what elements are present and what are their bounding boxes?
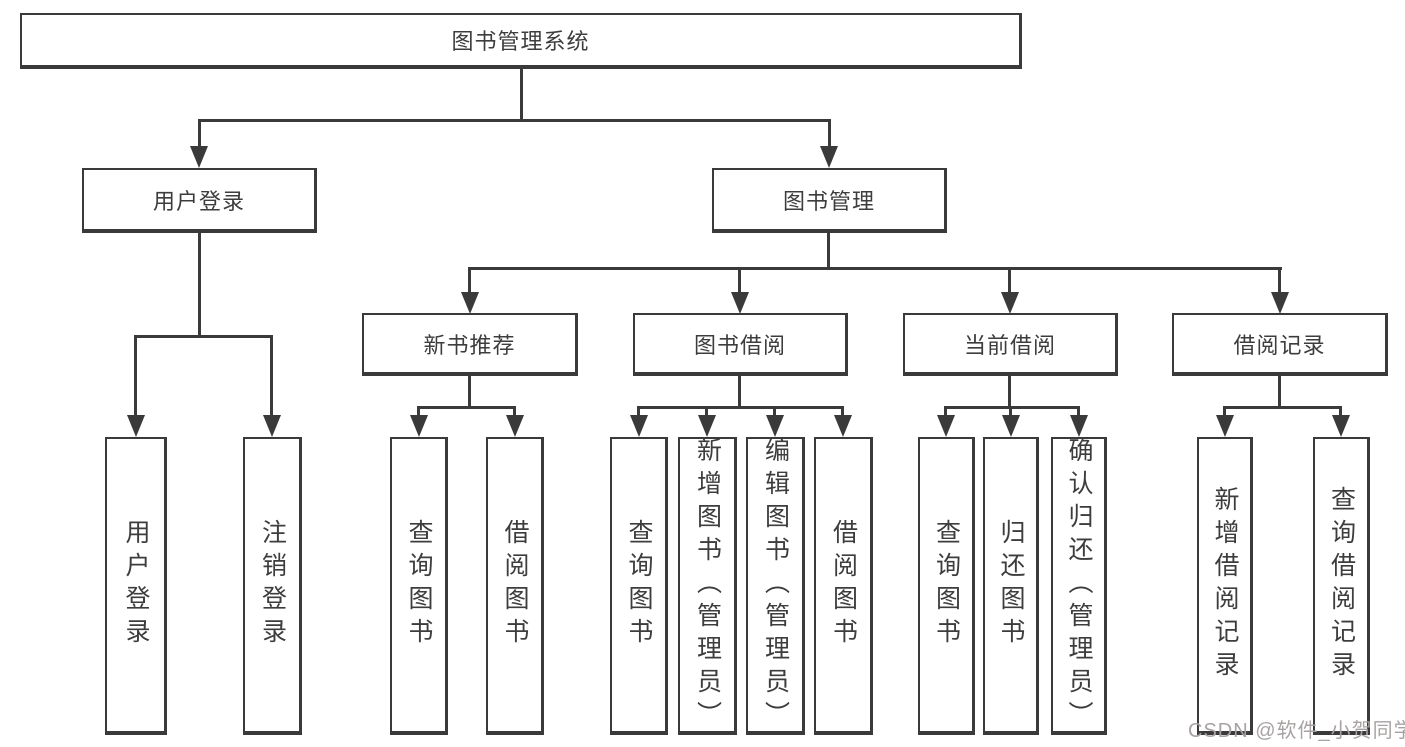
edge-split <box>944 406 1080 409</box>
leaf-borrow-books-recommend: 借阅图书 <box>486 437 544 735</box>
leaf-return-books: 归还图书 <box>983 437 1039 735</box>
node-label: 图书管理 <box>782 188 875 214</box>
edge-drop-leaf <box>417 406 420 416</box>
leaf-edit-books-admin: 编辑图书（管理员） <box>746 437 805 735</box>
arrowhead <box>1332 415 1350 437</box>
node-label: 用户登录 <box>152 188 245 214</box>
edge-drop-new-book <box>468 267 471 292</box>
arrowhead <box>731 292 749 314</box>
leaf-label: 查询图书 <box>405 519 433 651</box>
node-book-borrow: 图书借阅 <box>633 313 848 376</box>
node-label: 新书推荐 <box>423 332 516 358</box>
leaf-label: 归还图书 <box>997 519 1025 651</box>
node-borrow-records: 借阅记录 <box>1172 313 1388 376</box>
edge-split <box>1223 406 1342 409</box>
arrowhead <box>461 292 479 314</box>
csdn-watermark: CSDN @软件_小贺同学 <box>1188 720 1405 742</box>
arrowhead <box>630 415 648 437</box>
edge-stem <box>468 375 471 409</box>
edge-drop-leaf <box>637 406 640 416</box>
leaf-label: 确认归还（管理员） <box>1065 436 1093 734</box>
arrowhead <box>127 415 145 437</box>
leaf-borrow-books: 借阅图书 <box>814 437 873 735</box>
leaf-label: 用户登录 <box>122 519 150 651</box>
edge-drop-current-borrow <box>1008 267 1011 292</box>
leaf-logout: 注销登录 <box>243 437 302 735</box>
arrowhead <box>766 415 784 437</box>
edge-book-management-split <box>468 267 1282 270</box>
leaf-label: 查询借阅记录 <box>1327 486 1356 684</box>
leaf-label: 新增图书（管理员） <box>693 436 722 734</box>
edge-user-login-split <box>134 335 273 338</box>
edge-drop-leaf <box>1009 406 1012 416</box>
node-new-book-recommend: 新书推荐 <box>362 313 578 376</box>
edge-stem <box>1278 375 1281 409</box>
edge-drop-leaf <box>1339 406 1342 416</box>
leaf-query-borrow-record: 查询借阅记录 <box>1313 437 1370 735</box>
edge-drop-borrow-records <box>1278 267 1281 292</box>
arrowhead <box>1001 292 1019 314</box>
node-label: 借阅记录 <box>1233 332 1326 358</box>
arrowhead <box>190 146 208 168</box>
arrowhead <box>698 415 716 437</box>
leaf-query-books-recommend: 查询图书 <box>390 437 448 735</box>
edge-user-login-stem <box>198 233 201 338</box>
edge-stem <box>1008 375 1011 409</box>
arrowhead <box>263 415 281 437</box>
leaf-label: 编辑图书（管理员） <box>761 436 790 734</box>
leaf-query-books-current: 查询图书 <box>918 437 975 735</box>
leaf-add-borrow-record: 新增借阅记录 <box>1197 437 1253 735</box>
edge-stem <box>738 375 741 409</box>
node-current-borrow: 当前借阅 <box>903 313 1118 376</box>
edge-root-stem <box>520 69 523 120</box>
leaf-label: 借阅图书 <box>829 519 858 651</box>
leaf-label: 借阅图书 <box>501 519 529 651</box>
edge-root-split <box>198 119 831 122</box>
node-book-management: 图书管理 <box>712 168 947 233</box>
leaf-query-books-borrow: 查询图书 <box>610 437 668 735</box>
edge-drop-leaf <box>944 406 947 416</box>
edge-drop-leaf <box>1223 406 1226 416</box>
edge-drop-leaf <box>134 335 137 415</box>
edge-drop-leaf <box>270 335 273 415</box>
leaf-user-login: 用户登录 <box>105 437 167 735</box>
leaf-add-books-admin: 新增图书（管理员） <box>678 437 737 735</box>
arrowhead <box>1216 415 1234 437</box>
node-label: 图书借阅 <box>693 332 786 358</box>
edge-drop-leaf <box>841 406 844 416</box>
arrowhead <box>937 415 955 437</box>
node-user-login: 用户登录 <box>82 168 317 233</box>
edge-drop-book-borrow <box>738 267 741 292</box>
edge-drop-leaf <box>1077 406 1080 416</box>
leaf-confirm-return-admin: 确认归还（管理员） <box>1051 437 1107 735</box>
edge-drop-leaf <box>513 406 516 416</box>
arrowhead <box>820 146 838 168</box>
edge-split <box>637 406 844 409</box>
arrowhead <box>506 415 524 437</box>
leaf-label: 注销登录 <box>258 519 287 651</box>
edge-drop-leaf <box>705 406 708 416</box>
edge-book-management-stem <box>827 232 830 270</box>
arrowhead <box>1271 292 1289 314</box>
arrowhead <box>834 415 852 437</box>
arrowhead <box>1002 415 1020 437</box>
leaf-label: 查询图书 <box>625 519 653 651</box>
arrowhead <box>1070 415 1088 437</box>
node-library-management-system: 图书管理系统 <box>20 13 1022 69</box>
node-label: 图书管理系统 <box>451 29 590 54</box>
edge-drop-book-management <box>828 119 831 147</box>
edge-split <box>417 406 516 409</box>
edge-drop-leaf <box>773 406 776 416</box>
node-label: 当前借阅 <box>963 332 1056 358</box>
leaf-label: 新增借阅记录 <box>1211 486 1239 684</box>
edge-drop-user-login <box>198 119 201 147</box>
arrowhead <box>410 415 428 437</box>
leaf-label: 查询图书 <box>932 519 961 651</box>
